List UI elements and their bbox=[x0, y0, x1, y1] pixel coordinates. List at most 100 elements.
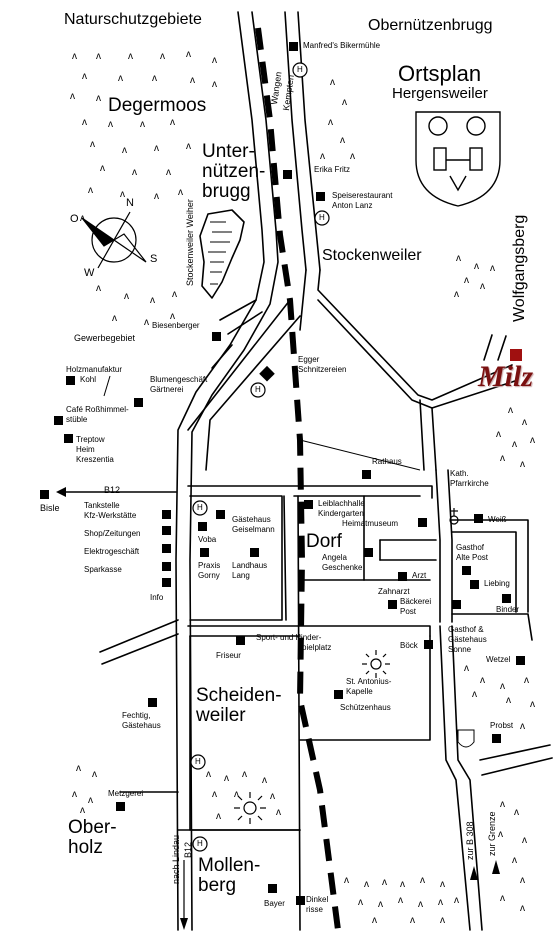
marker-gaestehaus-g[interactable] bbox=[216, 510, 225, 519]
place-gasthof-sonne-2[interactable]: Gästehaus bbox=[448, 635, 487, 644]
place-dinkel-2[interactable]: risse bbox=[306, 905, 323, 914]
marker-landhaus[interactable] bbox=[250, 548, 259, 557]
place-gaestehaus-g-2[interactable]: Geiselmann bbox=[232, 525, 275, 534]
milz-logo[interactable]: Milz bbox=[478, 360, 534, 393]
place-weiss[interactable]: Weiß bbox=[488, 515, 507, 524]
place-egger-1[interactable]: Egger bbox=[298, 355, 320, 364]
marker-gasthof-ap[interactable] bbox=[462, 566, 471, 575]
place-lanz-1[interactable]: Speiserestaurant bbox=[332, 191, 393, 200]
place-angela-2[interactable]: Geschenke bbox=[322, 563, 363, 572]
place-cafe-2[interactable]: stüble bbox=[66, 415, 88, 424]
place-lanz-2[interactable]: Anton Lanz bbox=[332, 201, 373, 210]
place-leibl-2[interactable]: Kindergarten bbox=[318, 509, 364, 518]
marker-probst[interactable] bbox=[492, 734, 501, 743]
marker-liebing[interactable] bbox=[470, 580, 479, 589]
marker-dinkel[interactable] bbox=[296, 896, 305, 905]
place-wetzel[interactable]: Wetzel bbox=[486, 655, 511, 664]
place-sparkasse[interactable]: Sparkasse bbox=[84, 565, 122, 574]
place-holzmanufaktur-2[interactable]: Kohl bbox=[80, 375, 97, 384]
place-holzmanufaktur-1[interactable]: Holzmanufaktur bbox=[66, 365, 123, 374]
place-gasthof-sonne-3[interactable]: Sonne bbox=[448, 645, 472, 654]
place-blumen-1[interactable]: Blumengeschäft bbox=[150, 375, 208, 384]
marker-rathaus[interactable] bbox=[362, 470, 371, 479]
marker-heimat[interactable] bbox=[418, 518, 427, 527]
place-kapelle-1[interactable]: St. Antonius- bbox=[346, 677, 392, 686]
marker-liebing-2[interactable] bbox=[452, 600, 461, 609]
marker-leibl[interactable] bbox=[304, 500, 313, 509]
marker-tankstelle[interactable] bbox=[162, 510, 171, 519]
place-praxis-2[interactable]: Gorny bbox=[198, 571, 220, 580]
place-baeckerei-1[interactable]: Bäckerei bbox=[400, 597, 432, 606]
place-boeck[interactable]: Böck bbox=[400, 641, 418, 650]
place-sport-2[interactable]: spielplatz bbox=[298, 643, 332, 652]
place-landhaus-2[interactable]: Lang bbox=[232, 571, 250, 580]
marker-wetzel[interactable] bbox=[516, 656, 525, 665]
place-arzt[interactable]: Arzt bbox=[412, 571, 427, 580]
marker-voba[interactable] bbox=[198, 522, 207, 531]
place-tankstelle-1[interactable]: Tankstelle bbox=[84, 501, 120, 510]
place-friseur[interactable]: Friseur bbox=[216, 651, 241, 660]
place-probst[interactable]: Probst bbox=[490, 721, 514, 730]
marker-boeck[interactable] bbox=[424, 640, 433, 649]
place-binder[interactable]: Binder bbox=[496, 605, 520, 614]
marker-blumen[interactable] bbox=[134, 398, 143, 407]
marker-cafe[interactable] bbox=[54, 416, 63, 425]
marker-fechtig[interactable] bbox=[148, 698, 157, 707]
marker-holzmanufaktur[interactable] bbox=[66, 376, 75, 385]
place-gasthof-sonne-1[interactable]: Gasthof & bbox=[448, 625, 484, 634]
marker-schuetzen[interactable] bbox=[334, 690, 343, 699]
place-tankstelle-2[interactable]: Kfz-Werkstätte bbox=[84, 511, 137, 520]
place-gasthof-ap-2[interactable]: Alte Post bbox=[456, 553, 489, 562]
place-angela-1[interactable]: Angela bbox=[322, 553, 347, 562]
marker-sport[interactable] bbox=[236, 636, 245, 645]
place-treptow-1[interactable]: Treptow bbox=[76, 435, 105, 444]
marker-angela[interactable] bbox=[364, 548, 373, 557]
place-shop[interactable]: Shop/Zeitungen bbox=[84, 529, 141, 538]
marker-erika[interactable] bbox=[283, 170, 292, 179]
place-treptow-2[interactable]: Heim bbox=[76, 445, 95, 454]
place-gasthof-ap-1[interactable]: Gasthof bbox=[456, 543, 485, 552]
place-sport-1[interactable]: Sport- und Kinder- bbox=[256, 633, 322, 642]
place-egger-2[interactable]: Schnitzereien bbox=[298, 365, 347, 374]
marker-treptow[interactable] bbox=[64, 434, 73, 443]
place-landhaus-1[interactable]: Landhaus bbox=[232, 561, 268, 570]
place-bayer[interactable]: Bayer bbox=[264, 899, 285, 908]
place-kapelle-2[interactable]: Kapelle bbox=[346, 687, 373, 696]
place-liebing[interactable]: Liebing bbox=[484, 579, 510, 588]
place-gaestehaus-g-1[interactable]: Gästehaus bbox=[232, 515, 271, 524]
marker-bayer[interactable] bbox=[268, 884, 277, 893]
marker-info[interactable] bbox=[162, 578, 171, 587]
place-praxis-1[interactable]: Praxis bbox=[198, 561, 221, 570]
place-dinkel-1[interactable]: Dinkel bbox=[306, 895, 329, 904]
place-elektro[interactable]: Elektrogeschäft bbox=[84, 547, 140, 556]
place-schuetzen[interactable]: Schützenhaus bbox=[340, 703, 391, 712]
place-treptow-3[interactable]: Kreszentia bbox=[76, 455, 114, 464]
marker-manfred[interactable] bbox=[289, 42, 298, 51]
place-heimat[interactable]: Heimatmuseum bbox=[342, 519, 399, 528]
marker-sparkasse[interactable] bbox=[162, 562, 171, 571]
place-fechtig-1[interactable]: Fechtig, bbox=[122, 711, 151, 720]
marker-arzt[interactable] bbox=[398, 572, 407, 581]
place-erika[interactable]: Erika Fritz bbox=[314, 165, 350, 174]
place-zahnarzt[interactable]: Zahnarzt bbox=[378, 587, 410, 596]
place-metzgerei[interactable]: Metzgerei bbox=[108, 789, 144, 798]
marker-elektro[interactable] bbox=[162, 544, 171, 553]
marker-biesenberger[interactable] bbox=[212, 332, 221, 341]
marker-baeckerei[interactable] bbox=[388, 600, 397, 609]
marker-shop[interactable] bbox=[162, 526, 171, 535]
place-kirche-1[interactable]: Kath. bbox=[450, 469, 469, 478]
place-biesenberger[interactable]: Biesenberger bbox=[152, 321, 200, 330]
place-fechtig-2[interactable]: Gästehaus bbox=[122, 721, 161, 730]
marker-lanz[interactable] bbox=[316, 192, 325, 201]
place-kirche-2[interactable]: Pfarrkirche bbox=[450, 479, 489, 488]
place-rathaus[interactable]: Rathaus bbox=[372, 457, 402, 466]
place-cafe-1[interactable]: Café Roßhimmel- bbox=[66, 405, 129, 414]
place-voba[interactable]: Voba bbox=[198, 535, 217, 544]
place-info[interactable]: Info bbox=[150, 593, 164, 602]
marker-metzgerei[interactable] bbox=[116, 802, 125, 811]
marker-binder[interactable] bbox=[502, 594, 511, 603]
place-blumen-2[interactable]: Gärtnerei bbox=[150, 385, 184, 394]
marker-bisle[interactable] bbox=[40, 490, 49, 499]
marker-weiss[interactable] bbox=[474, 514, 483, 523]
